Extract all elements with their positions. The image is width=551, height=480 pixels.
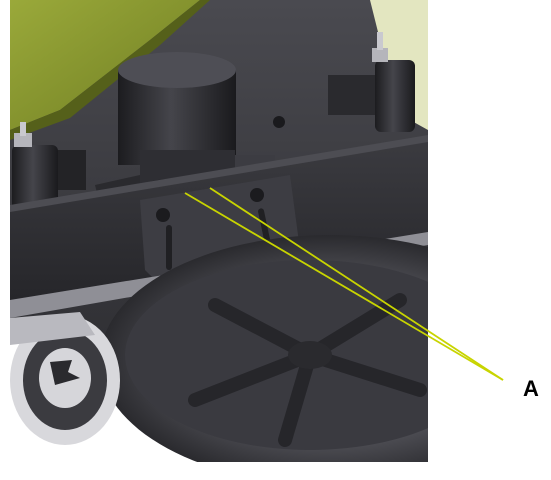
bracket-bolt-right — [250, 188, 264, 202]
callout-label-a: A — [523, 376, 539, 401]
callout-line-upper — [184, 192, 504, 381]
plate-bolt — [273, 116, 285, 128]
front-wheel — [10, 312, 120, 445]
hopper-panel — [10, 0, 200, 130]
cross-beam-top-edge — [10, 135, 428, 212]
callout-line-lower — [209, 187, 504, 381]
left-mask — [0, 0, 10, 480]
right-mask — [428, 0, 551, 480]
bracket-slot-left — [166, 225, 172, 270]
right-post — [328, 32, 415, 132]
callout-lines — [184, 187, 504, 381]
hopper-edge — [10, 0, 210, 140]
bracket-bolt-left — [156, 208, 170, 222]
bottom-mask — [0, 462, 551, 480]
